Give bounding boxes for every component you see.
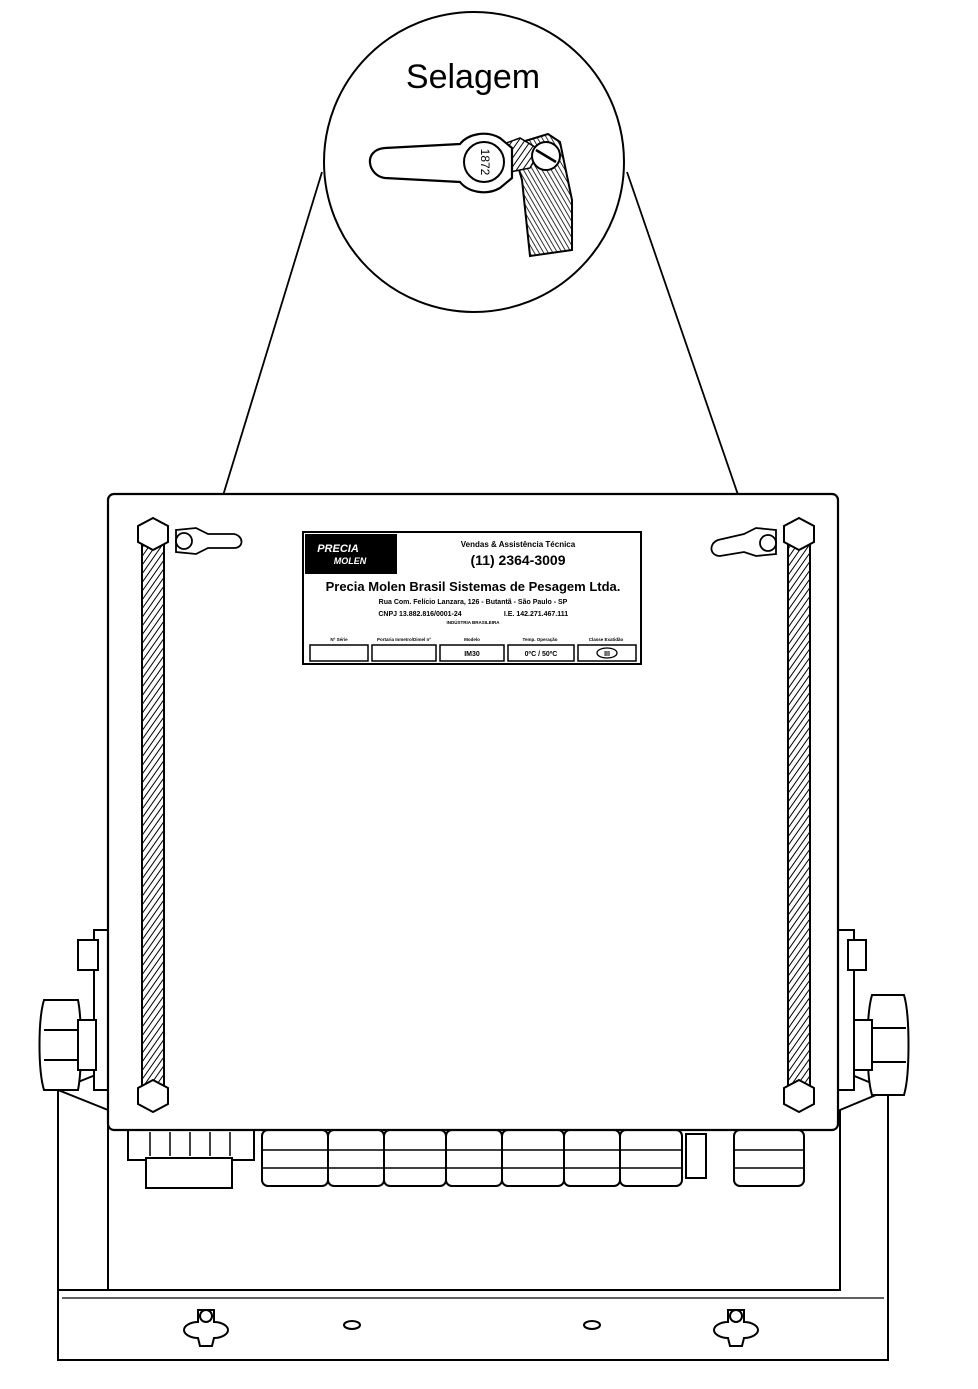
box-serial	[309, 644, 369, 662]
company-cnpj: CNPJ 13.882.816/0001-24	[378, 611, 461, 618]
indicator-housing	[106, 492, 840, 1132]
seal-small-left	[175, 527, 243, 555]
knob-left-nut	[77, 939, 99, 971]
hex-bolt-top-left	[137, 516, 169, 552]
phone-number: (11) 2364-3009	[471, 552, 566, 568]
box-model	[439, 644, 505, 662]
db-connector	[127, 1129, 255, 1161]
val-temp: 0ºC / 50ºC	[525, 651, 558, 658]
bracket-base	[57, 1088, 889, 1361]
callout-leader-left	[213, 171, 323, 526]
seal-number: 1872	[478, 149, 492, 176]
bottom-connectors	[127, 1129, 805, 1189]
knob-right	[847, 939, 910, 1096]
cable-gland-right	[733, 1129, 805, 1187]
seal-stamp	[463, 141, 505, 183]
val-class: III	[604, 651, 610, 658]
col-temp: Temp. Operação	[523, 637, 558, 642]
sales-label: Vendas & Assistência Técnica	[461, 540, 576, 549]
cable-gland-row	[261, 1129, 683, 1187]
callout-title: Selagem	[406, 58, 540, 96]
mounting-bracket	[57, 929, 889, 1361]
rear-cable-right	[783, 516, 815, 1114]
keyhole-slot-right	[712, 1309, 760, 1347]
col-model: Modelo	[464, 637, 480, 642]
knob-left	[38, 939, 99, 1091]
seal-callout: Selagem 1872	[213, 11, 747, 526]
company-address: Rua Com. Felício Lanzara, 126 - Butantã …	[379, 599, 568, 606]
small-connector	[685, 1133, 707, 1179]
keyhole-slot-left	[182, 1309, 230, 1347]
hex-bolt-top-right	[783, 516, 815, 552]
val-model: IM30	[464, 651, 480, 658]
rear-cable-left	[137, 516, 169, 1114]
box-temp	[507, 644, 575, 662]
company-name: Precia Molen Brasil Sistemas de Pesagem …	[326, 579, 621, 594]
hex-bolt-bottom-left	[137, 1078, 169, 1114]
bracket-hole-left	[343, 1320, 361, 1330]
col-serial: Nº Série	[330, 637, 348, 642]
bracket-hole-right	[583, 1320, 601, 1330]
brand-logo	[305, 534, 397, 574]
accuracy-class-oval	[596, 647, 618, 659]
knob-right-nut	[847, 939, 867, 971]
logo-line1: PRECIA	[317, 543, 359, 555]
company-ie: I.E. 142.271.467.111	[504, 611, 568, 618]
made-in-label: INDÚSTRIA BRASILEIRA	[446, 619, 500, 625]
box-approval	[371, 644, 437, 662]
callout-leader-right	[626, 171, 747, 519]
nameplate: PRECIA MOLEN Vendas & Assistência Técnic…	[302, 531, 642, 665]
col-approval: Portaria Inmetro/Dimel nº	[377, 637, 431, 642]
col-class: Classe Exatidão	[589, 637, 624, 642]
hex-bolt-bottom-right	[783, 1078, 815, 1114]
logo-line2: MOLEN	[334, 556, 367, 566]
seal-small-right	[710, 527, 777, 557]
